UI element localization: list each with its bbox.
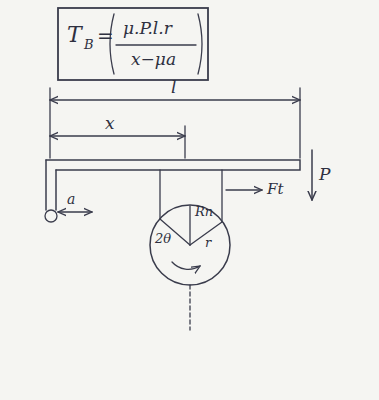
lever	[46, 160, 300, 170]
extension-line	[184, 126, 185, 158]
dimension-label: =	[96, 26, 115, 46]
dimension-label: Ft	[266, 182, 284, 197]
dimension-label: l	[170, 79, 177, 96]
rotation-arrow	[172, 262, 200, 269]
dimension-label: r	[204, 236, 212, 249]
dimension-label: 2θ	[154, 232, 172, 245]
band	[159, 170, 160, 219]
dimension-label: Rn	[194, 205, 214, 218]
dimension-label: T	[66, 24, 83, 46]
dimension-line	[50, 99, 300, 100]
pivot	[45, 210, 57, 222]
bracket	[198, 14, 202, 74]
dimension-line	[50, 135, 185, 136]
dimension-label: P	[318, 166, 331, 183]
lever	[55, 170, 57, 210]
force-arrow	[311, 150, 313, 200]
dimension-label: x	[104, 115, 116, 132]
fraction-bar	[116, 44, 196, 45]
dimension-label: μ.P.l.r	[122, 20, 173, 37]
dimension-label: B	[83, 38, 95, 51]
lever	[45, 160, 47, 210]
dimension-label: a	[66, 192, 76, 206]
dimension-line	[58, 211, 92, 212]
formula-box	[58, 8, 208, 80]
dimension-label: x−μa	[130, 51, 177, 68]
center-line	[189, 285, 190, 330]
extension-line	[49, 88, 50, 158]
extension-line	[299, 88, 300, 158]
brake-drum	[150, 205, 230, 285]
band	[221, 170, 222, 222]
radius-line	[189, 206, 190, 245]
force-arrow	[226, 189, 262, 190]
